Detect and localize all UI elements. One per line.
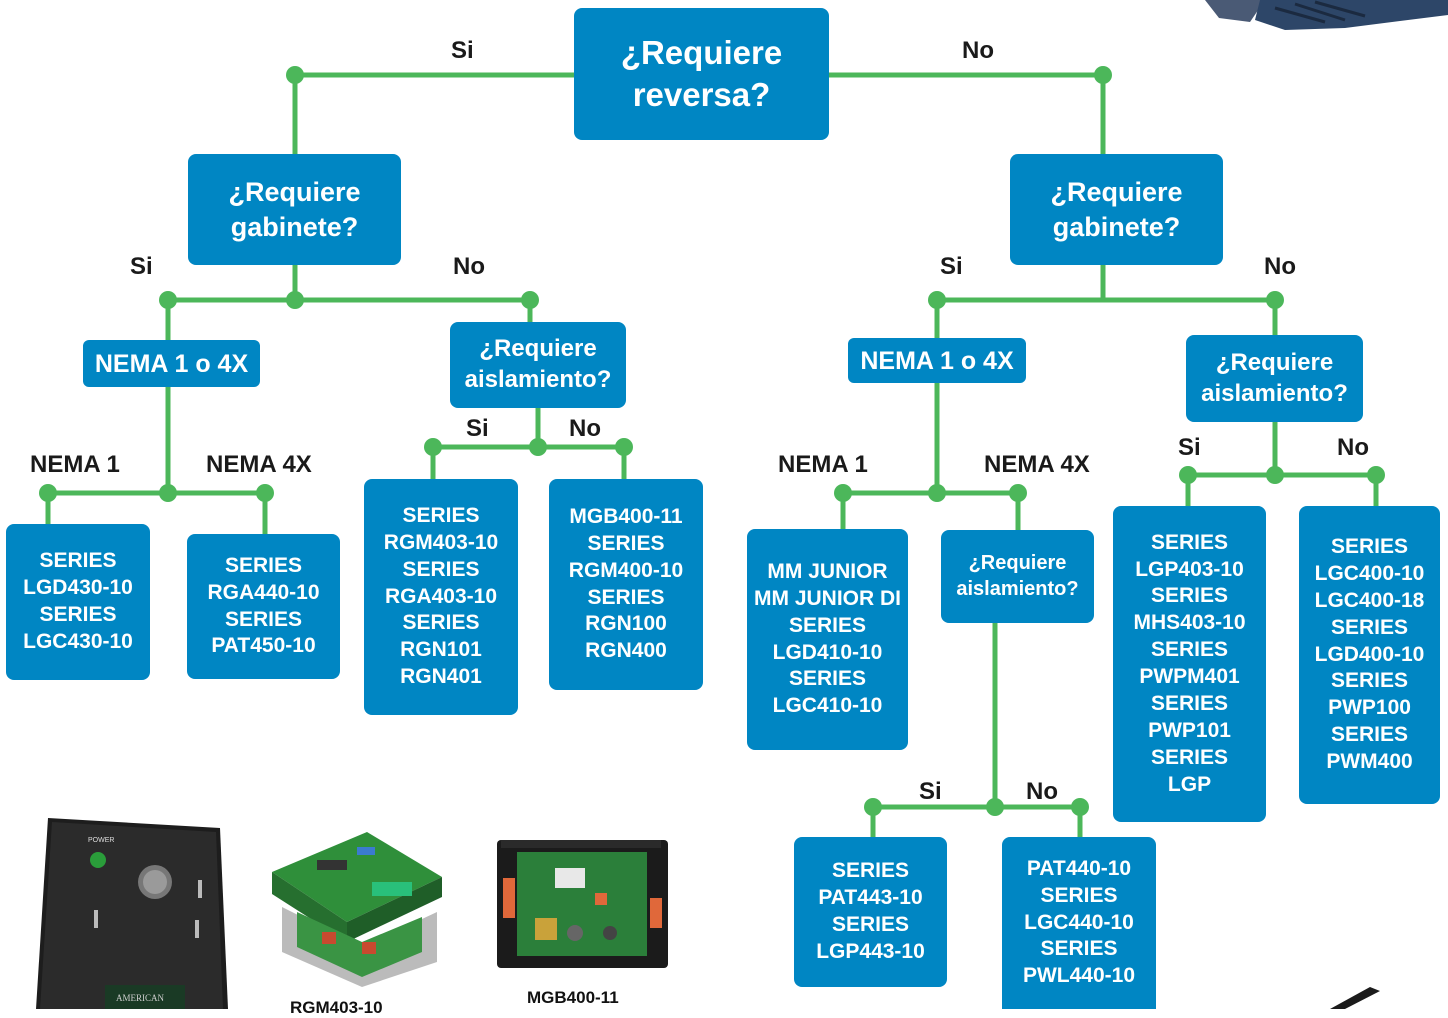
junction-dot bbox=[1179, 466, 1197, 484]
rgm-board-image bbox=[272, 832, 442, 987]
left-nema4x-label: NEMA 4X bbox=[206, 451, 312, 478]
nema4x-aislamiento-no-label: No bbox=[1026, 778, 1058, 805]
right-aislamiento-question-box: ¿Requiere aislamiento? bbox=[1186, 335, 1363, 422]
junction-dot bbox=[256, 484, 274, 502]
right-aislamiento-yes-label: Si bbox=[1178, 434, 1201, 461]
device-brand-label: AMERICAN bbox=[116, 993, 165, 1003]
product-box-lgp403: SERIES LGP403-10 SERIES MHS403-10 SERIES… bbox=[1113, 506, 1266, 822]
left-gabinete-yes-label: Si bbox=[130, 253, 153, 280]
enclosure-drive-image: POWER AMERICAN bbox=[36, 818, 228, 1009]
mgb-board-image bbox=[497, 840, 668, 968]
product-box-lgd430: SERIES LGD430-10 SERIES LGC430-10 bbox=[6, 524, 150, 680]
junction-dot bbox=[1266, 291, 1284, 309]
junction-dot bbox=[286, 66, 304, 84]
junction-dot bbox=[986, 798, 1004, 816]
product-box-rgm403: SERIES RGM403-10 SERIES RGA403-10 SERIES… bbox=[364, 479, 518, 715]
junction-dot bbox=[424, 438, 442, 456]
left-aislamiento-question-box: ¿Requiere aislamiento? bbox=[450, 322, 626, 408]
left-nema1-label: NEMA 1 bbox=[30, 451, 120, 478]
junction-dot bbox=[928, 291, 946, 309]
left-gabinete-no-label: No bbox=[453, 253, 485, 280]
product-box-pat440: PAT440-10 SERIES LGC440-10 SERIES PWL440… bbox=[1002, 837, 1156, 1009]
left-aislamiento-yes-label: Si bbox=[466, 415, 489, 442]
product-box-lgc400: SERIES LGC400-10 LGC400-18 SERIES LGD400… bbox=[1299, 506, 1440, 804]
junction-dot bbox=[159, 484, 177, 502]
junction-dot bbox=[1266, 466, 1284, 484]
root-yes-label: Si bbox=[451, 37, 474, 64]
product-box-mmjunior: MM JUNIOR MM JUNIOR DI SERIES LGD410-10 … bbox=[747, 529, 908, 750]
motor-bottom-corner-image bbox=[1330, 987, 1380, 1009]
product-box-rga440: SERIES RGA440-10 SERIES PAT450-10 bbox=[187, 534, 340, 679]
junction-dot bbox=[864, 798, 882, 816]
motor-corner-image bbox=[1205, 0, 1448, 30]
right-nema-box: NEMA 1 o 4X bbox=[848, 338, 1026, 383]
junction-dot bbox=[1094, 66, 1112, 84]
product-box-pat443: SERIES PAT443-10 SERIES LGP443-10 bbox=[794, 837, 947, 987]
right-nema4x-label: NEMA 4X bbox=[984, 451, 1090, 478]
junction-dot bbox=[1009, 484, 1027, 502]
junction-dot bbox=[928, 484, 946, 502]
rgm-image-caption: RGM403-10 bbox=[290, 998, 383, 1017]
left-gabinete-question-box: ¿Requiere gabinete? bbox=[188, 154, 401, 265]
right-gabinete-no-label: No bbox=[1264, 253, 1296, 280]
junction-dot bbox=[286, 291, 304, 309]
nema4x-aislamiento-yes-label: Si bbox=[919, 778, 942, 805]
junction-dot bbox=[834, 484, 852, 502]
left-aislamiento-no-label: No bbox=[569, 415, 601, 442]
mgb-image-caption: MGB400-11 bbox=[527, 988, 619, 1007]
right-nema1-label: NEMA 1 bbox=[778, 451, 868, 478]
left-nema-box: NEMA 1 o 4X bbox=[83, 340, 260, 387]
root-no-label: No bbox=[962, 37, 994, 64]
junction-dot bbox=[615, 438, 633, 456]
root-question-box: ¿Requiere reversa? bbox=[574, 8, 829, 140]
product-box-mgb400: MGB400-11 SERIES RGM400-10 SERIES RGN100… bbox=[549, 479, 703, 690]
junction-dot bbox=[39, 484, 57, 502]
nema4x-aislamiento-question-box: ¿Requiere aislamiento? bbox=[941, 530, 1094, 623]
junction-dot bbox=[529, 438, 547, 456]
right-gabinete-yes-label: Si bbox=[940, 253, 963, 280]
right-gabinete-question-box: ¿Requiere gabinete? bbox=[1010, 154, 1223, 265]
right-aislamiento-no-label: No bbox=[1337, 434, 1369, 461]
junction-dot bbox=[1367, 466, 1385, 484]
device-power-label: POWER bbox=[88, 837, 114, 844]
junction-dot bbox=[159, 291, 177, 309]
junction-dot bbox=[1071, 798, 1089, 816]
junction-dot bbox=[521, 291, 539, 309]
